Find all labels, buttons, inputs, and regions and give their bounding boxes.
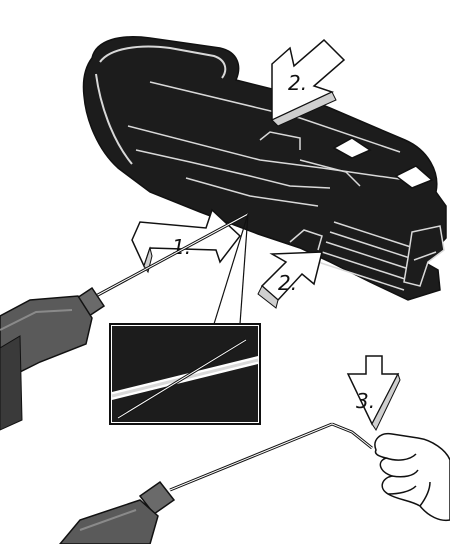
step-arrow-2-bottom: 2. [258, 252, 322, 308]
screwdriver-lower [60, 424, 372, 544]
step-arrow-3: 3. [348, 356, 400, 430]
step-label-2-top: 2. [288, 71, 307, 95]
clip-body [83, 37, 446, 300]
wire-bend [332, 424, 372, 448]
step-label-2-bottom: 2. [278, 271, 297, 295]
step-label-3: 3. [356, 389, 375, 413]
screwdriver-icon [60, 500, 158, 544]
hand-icon [375, 434, 450, 521]
clip-housing [83, 37, 446, 300]
